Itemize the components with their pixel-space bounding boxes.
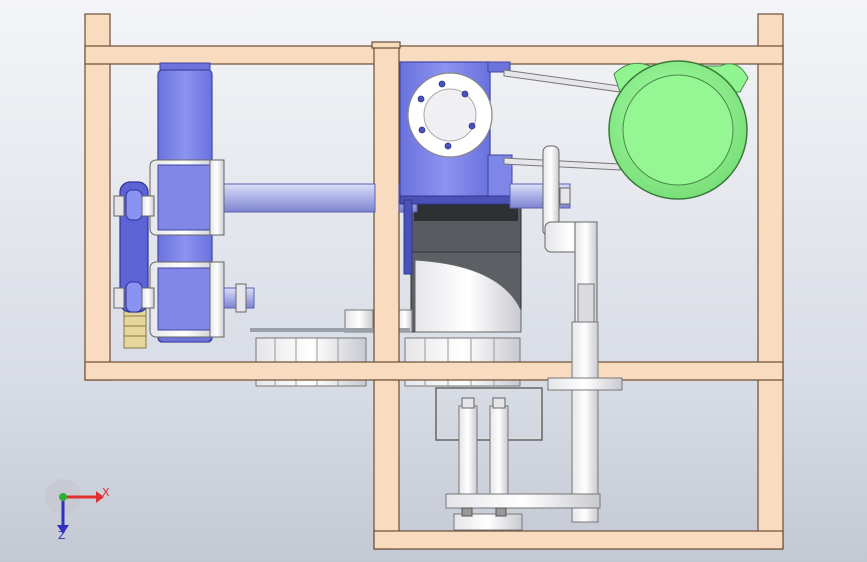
drive-belt[interactable] [503, 69, 621, 171]
motor[interactable] [608, 60, 749, 200]
push-rod[interactable] [544, 221, 623, 523]
gearbox[interactable] [399, 61, 517, 275]
idler-assembly[interactable] [509, 145, 571, 237]
x-axis-label: X [102, 486, 110, 499]
lower-mechanism[interactable] [435, 387, 601, 531]
gear-linkage[interactable] [113, 181, 155, 349]
bolt-holes [417, 80, 476, 150]
pulleys[interactable] [149, 159, 255, 338]
z-axis-label: Z [58, 529, 66, 542]
frame[interactable] [84, 13, 784, 550]
cam-block[interactable] [410, 199, 522, 333]
axis-triad [45, 479, 104, 534]
y-axis-dot [59, 493, 67, 501]
